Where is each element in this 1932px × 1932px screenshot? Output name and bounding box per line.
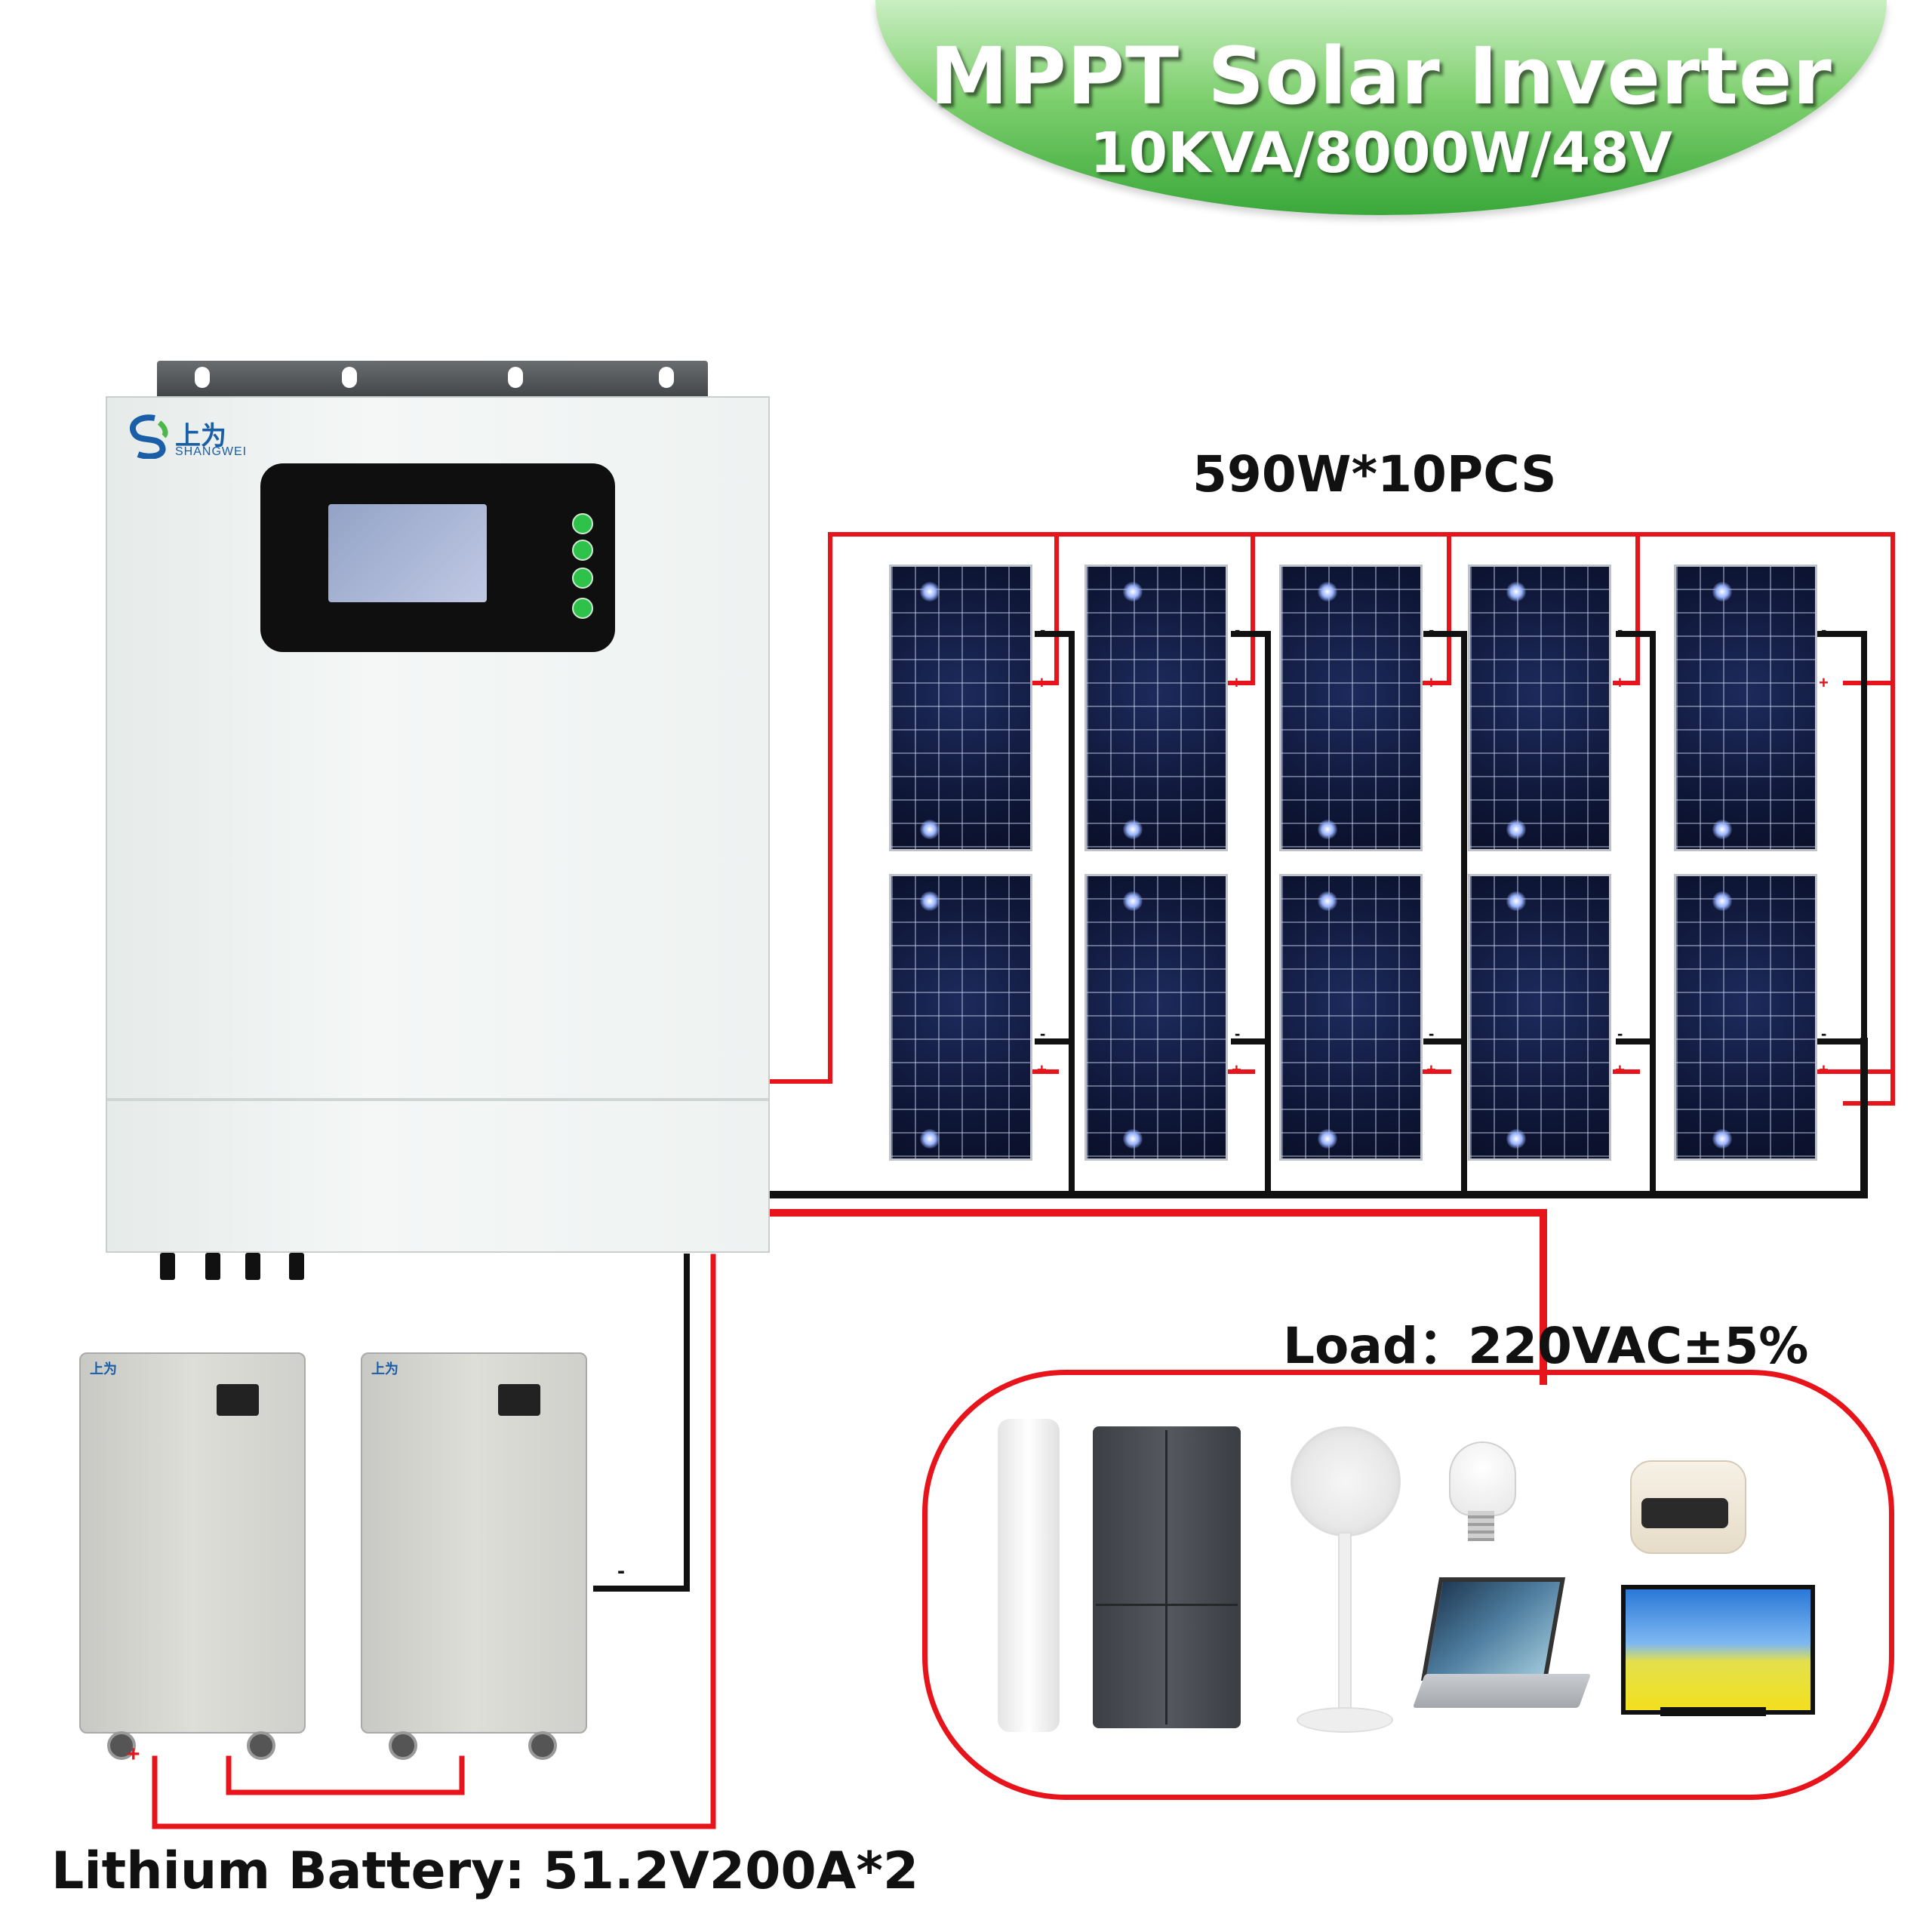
inverter-terminal (160, 1253, 175, 1280)
pv-negative-wire (766, 1038, 1868, 1198)
battery-wheel (389, 1731, 417, 1760)
panel-plus-mark: + (1615, 673, 1625, 692)
pv-row-positive-wire (1032, 681, 1895, 1074)
battery-wheel (107, 1731, 136, 1760)
solar-panel-icon (1674, 874, 1817, 1161)
inverter-terminal (245, 1253, 260, 1280)
panel-plus-mark: + (1037, 673, 1047, 692)
solar-panel-icon (889, 565, 1032, 851)
panel-minus-mark: - (1040, 620, 1046, 639)
panel-plus-mark: + (1819, 673, 1829, 692)
pv-row-negative-wire (1035, 631, 1867, 1044)
battery-positive-wire (152, 1254, 716, 1829)
shangwei-logo-icon (130, 414, 168, 459)
inverter-panel-divider (107, 1098, 768, 1101)
panel-minus-mark: - (1821, 620, 1827, 639)
panel-minus-mark: - (1235, 1024, 1241, 1043)
pv-string-negative-wire (1069, 631, 1867, 1198)
panel-minus-mark: - (1235, 620, 1241, 639)
tv-stand (1660, 1707, 1766, 1716)
battery-link-wire (226, 1755, 465, 1795)
banner-subtitle: 10KVA/8000W/48V (1090, 121, 1672, 186)
laptop-keyboard (1412, 1674, 1592, 1708)
battery-switch-module (498, 1384, 540, 1416)
battery-plus-mark: + (127, 1742, 140, 1767)
solar-panel-icon (1084, 874, 1228, 1161)
refrigerator-drawer-seam (1096, 1604, 1238, 1606)
fan-base (1297, 1707, 1393, 1733)
battery-brand: 上为 (90, 1361, 117, 1377)
panel-minus-mark: - (1429, 1024, 1435, 1043)
solar-panel-icon (889, 874, 1032, 1161)
solar-panel-icon (1084, 565, 1228, 851)
battery-wheel (528, 1731, 557, 1760)
panel-plus-mark: + (1232, 1060, 1241, 1079)
tv-icon (1621, 1585, 1815, 1715)
refrigerator-door-seam (1165, 1430, 1168, 1724)
panel-plus-mark: + (1037, 1060, 1047, 1079)
lcd-screen (328, 504, 487, 602)
panel-plus-mark: + (1615, 1060, 1625, 1079)
light-bulb-icon (1449, 1441, 1516, 1516)
panel-minus-mark: - (1617, 620, 1623, 639)
battery-negative-wire (593, 1254, 690, 1592)
laptop-icon (1420, 1577, 1566, 1681)
fan-pole (1338, 1532, 1352, 1716)
battery-icon: 上为 (79, 1352, 306, 1760)
banner-title: MPPT Solar Inverter (930, 30, 1832, 122)
panel-minus-mark: - (1040, 1024, 1046, 1043)
inverter-button-1[interactable] (572, 513, 593, 534)
solar-panel-icon (1279, 874, 1423, 1161)
panel-plus-mark: + (1426, 673, 1436, 692)
battery-minus-mark: - (617, 1558, 625, 1583)
panel-minus-mark: - (1617, 1024, 1623, 1043)
battery-brand: 上为 (371, 1361, 398, 1377)
solar-panel-icon (1279, 565, 1423, 851)
solar-panel-icon (1468, 565, 1611, 851)
inverter-button-up[interactable] (572, 540, 593, 561)
panel-plus-mark: + (1426, 1060, 1436, 1079)
load-label: Load：220VAC±5% (1283, 1317, 1809, 1375)
pv-string-top-wire (1054, 532, 1895, 685)
battery-icon: 上为 (361, 1352, 587, 1760)
light-bulb-base (1468, 1511, 1494, 1541)
inverter-button-down[interactable] (572, 568, 593, 589)
panels-label: 590W*10PCS (1192, 445, 1557, 503)
panel-minus-mark: - (1429, 620, 1435, 639)
panel-plus-mark: + (1819, 1060, 1829, 1079)
panel-plus-mark: + (1232, 673, 1241, 692)
air-conditioner-icon (998, 1419, 1060, 1732)
pv-positive-wire (768, 532, 1895, 1106)
solar-panel-icon (1674, 565, 1817, 851)
load-group (922, 1370, 1894, 1800)
inverter-terminal (289, 1253, 304, 1280)
brand-name-en: SHANGWEI (175, 445, 248, 458)
battery-label: Lithium Battery: 51.2V200A*2 (51, 1841, 919, 1901)
battery-wheel (247, 1731, 275, 1760)
panel-minus-mark: - (1821, 1024, 1827, 1043)
inverter-terminal (205, 1253, 220, 1280)
inverter-mounting-bracket (157, 361, 708, 402)
fan-icon (1291, 1426, 1401, 1537)
solar-panel-icon (1468, 874, 1611, 1161)
ac-output-wire (766, 1209, 1547, 1385)
inverter-button-enter[interactable] (572, 598, 593, 619)
brand-name-cn: 上为 (175, 421, 226, 451)
rice-cooker-control-panel (1641, 1498, 1728, 1528)
battery-switch-module (217, 1384, 259, 1416)
